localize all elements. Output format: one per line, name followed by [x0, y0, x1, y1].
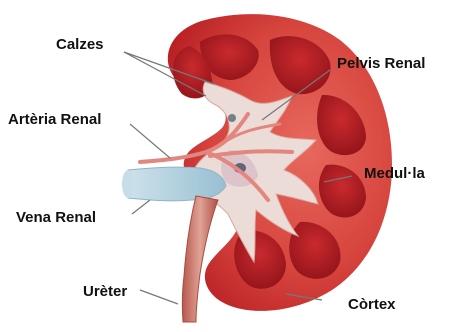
- label-ureter: Urèter: [83, 284, 127, 299]
- label-pelvis-renal: Pelvis Renal: [337, 56, 425, 71]
- label-arteria-renal: Artèria Renal: [8, 112, 101, 127]
- label-calzes: Calzes: [56, 37, 104, 52]
- renal-vein: [124, 167, 227, 201]
- label-vena-renal: Vena Renal: [16, 210, 96, 225]
- label-medulla: Medul·la: [364, 166, 425, 181]
- label-cortex: Còrtex: [348, 297, 396, 312]
